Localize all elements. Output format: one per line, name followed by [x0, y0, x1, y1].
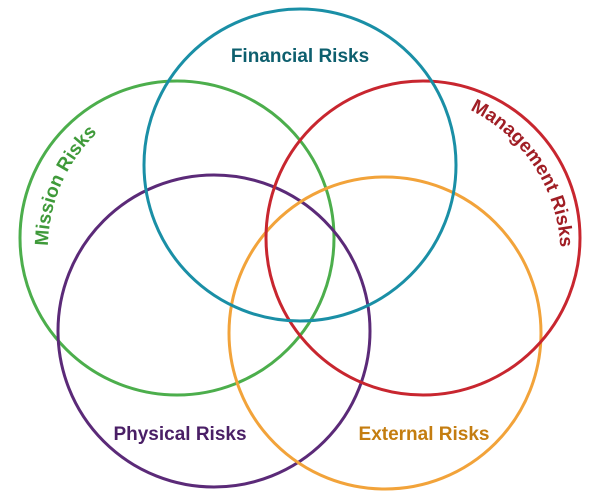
physical-risks-label: Physical Risks [113, 424, 246, 445]
mission-risks-circle [18, 79, 336, 397]
management-risks-label-text: Management Risks [468, 96, 577, 248]
external-risks-circle [227, 175, 543, 491]
management-risks-label: Management Risks [468, 96, 577, 248]
mission-risks-label-text: Mission Risks [32, 121, 101, 246]
external-risks-label: External Risks [359, 424, 490, 445]
mission-risks-label: Mission Risks [32, 121, 101, 246]
financial-risks-label: Financial Risks [231, 46, 369, 67]
physical-risks-circle [56, 173, 372, 489]
management-risks-circle [264, 79, 582, 397]
financial-risks-circle [142, 7, 458, 323]
